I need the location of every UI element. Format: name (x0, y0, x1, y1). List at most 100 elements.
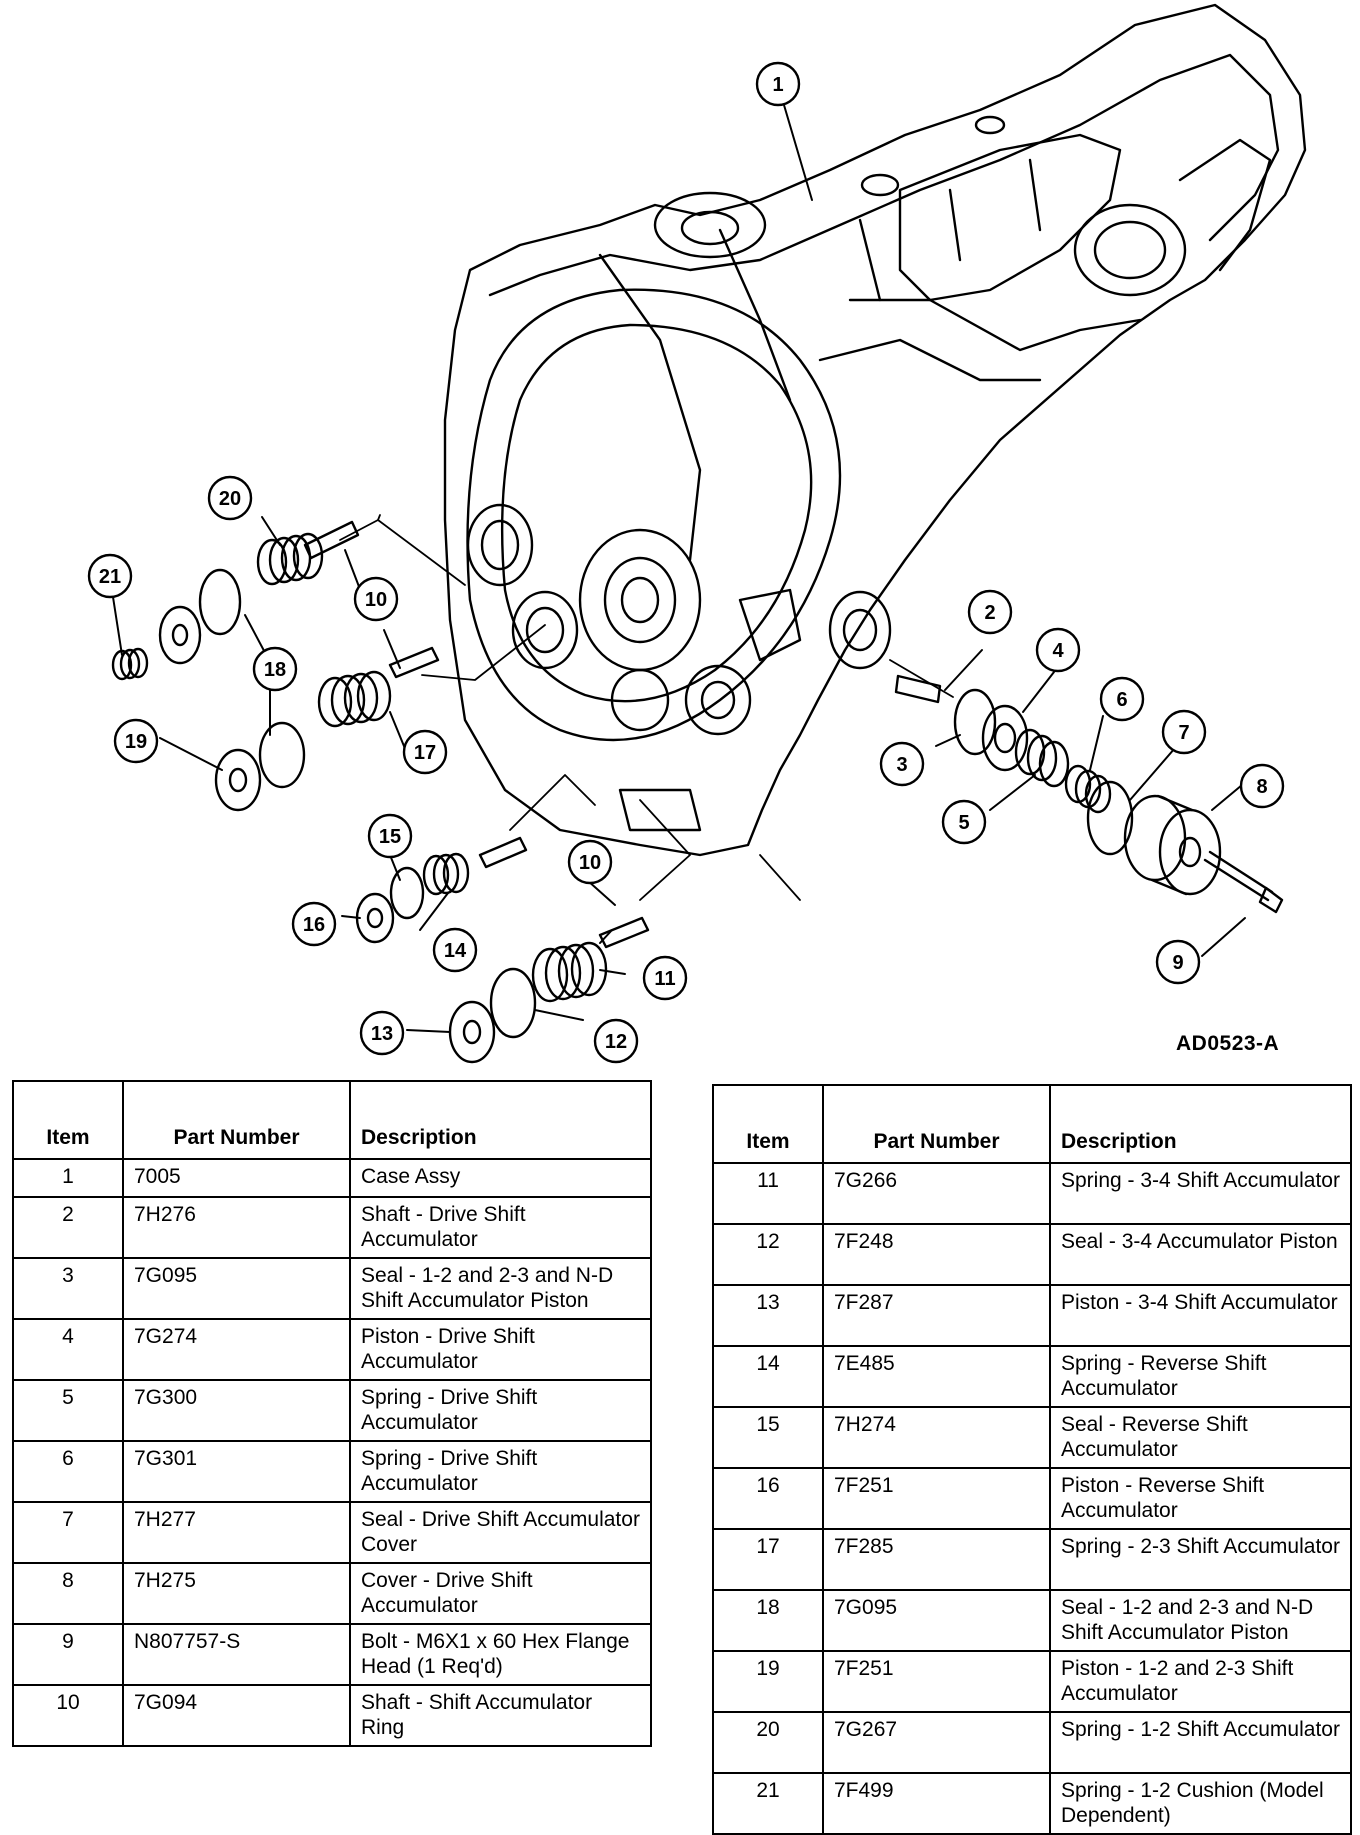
callout-label: 4 (1052, 640, 1064, 662)
item-cell: 14 (712, 1345, 824, 1408)
callout-label: 20 (219, 488, 241, 510)
description-cell: Seal - Drive Shift Accumulator Cover (349, 1501, 652, 1564)
callout-circles (87, 61, 1285, 1064)
leader-lines (339, 514, 954, 901)
callout-label: 12 (605, 1031, 627, 1053)
spring-14 (422, 852, 470, 896)
description-cell: Spring - Reverse Shift Accumulator (1049, 1345, 1352, 1408)
transmission-case (443, 3, 1307, 857)
part-number-cell: 7F251 (822, 1467, 1051, 1530)
callout-label: 1 (772, 74, 783, 96)
description-cell: Case Assy (349, 1158, 652, 1198)
spring-21 (111, 647, 149, 681)
header-part-number: Part Number (122, 1080, 351, 1160)
callout-label: 10 (365, 589, 387, 611)
spring-5 (1014, 728, 1070, 788)
part-number-cell: N807757-S (122, 1623, 351, 1686)
callout-label: 14 (444, 940, 467, 962)
description-cell: Shaft - Drive Shift Accumulator (349, 1196, 652, 1259)
item-cell: 2 (12, 1196, 124, 1259)
callout-label: 8 (1256, 776, 1267, 798)
part-number-cell: 7F285 (822, 1528, 1051, 1591)
callout-label: 15 (379, 826, 401, 848)
item-cell: 8 (12, 1562, 124, 1625)
part-number-cell: 7G094 (122, 1684, 351, 1747)
description-cell: Piston - 1-2 and 2-3 Shift Accumulator (1049, 1650, 1352, 1713)
description-cell: Shaft - Shift Accumulator Ring (349, 1684, 652, 1747)
description-cell: Spring - 1-2 Shift Accumulator (1049, 1711, 1352, 1774)
part-number-cell: 7G266 (822, 1162, 1051, 1225)
table-header-row: Item Part Number Description (12, 1080, 652, 1160)
part-number-cell: 7F287 (822, 1284, 1051, 1347)
spring-11 (531, 941, 608, 1003)
part-number-cell: 7F251 (822, 1650, 1051, 1713)
part-number-cell: 7F248 (822, 1223, 1051, 1286)
part-number-cell: 7H275 (122, 1562, 351, 1625)
item-cell: 18 (712, 1589, 824, 1652)
part-number-cell: 7G301 (122, 1440, 351, 1503)
figure-code: AD0523-A (1176, 1032, 1280, 1055)
description-cell: Spring - Drive Shift Accumulator (349, 1379, 652, 1442)
description-cell: Seal - 1-2 and 2-3 and N-D Shift Accumul… (1049, 1589, 1352, 1652)
header-item: Item (12, 1080, 124, 1160)
description-cell: Cover - Drive Shift Accumulator (349, 1562, 652, 1625)
callout-label: 6 (1116, 689, 1127, 711)
header-description: Description (349, 1080, 652, 1160)
part-number-cell: 7H276 (122, 1196, 351, 1259)
part-number-cell: 7005 (122, 1158, 351, 1198)
exploded-diagram-svg: 1 2 3 4 5 6 7 8 9 10 10 11 12 13 14 15 1… (87, 3, 1307, 1064)
item-cell: 4 (12, 1318, 124, 1381)
description-cell: Seal - 1-2 and 2-3 and N-D Shift Accumul… (349, 1257, 652, 1320)
item-cell: 5 (12, 1379, 124, 1442)
header-part-number: Part Number (822, 1084, 1051, 1164)
description-cell: Spring - 3-4 Shift Accumulator (1049, 1162, 1352, 1225)
exploded-parts (111, 520, 1284, 1064)
description-cell: Spring - Drive Shift Accumulator (349, 1440, 652, 1503)
description-cell: Seal - Reverse Shift Accumulator (1049, 1406, 1352, 1469)
part-number-cell: 7G267 (822, 1711, 1051, 1774)
item-cell: 19 (712, 1650, 824, 1713)
callout-label: 7 (1178, 722, 1189, 744)
callout-label: 10 (579, 852, 601, 874)
part-number-cell: 7H277 (122, 1501, 351, 1564)
part-number-cell: 7G095 (822, 1589, 1051, 1652)
header-description: Description (1049, 1084, 1352, 1164)
description-cell: Spring - 1-2 Cushion (Model Dependent) (1049, 1772, 1352, 1835)
description-cell: Piston - Reverse Shift Accumulator (1049, 1467, 1352, 1530)
callout-label: 9 (1172, 952, 1183, 974)
part-number-cell: 7E485 (822, 1345, 1051, 1408)
callout-label: 17 (414, 742, 436, 764)
item-cell: 10 (12, 1684, 124, 1747)
callout-label: 16 (303, 914, 325, 936)
spring-20 (256, 532, 324, 586)
description-cell: Piston - 3-4 Shift Accumulator (1049, 1284, 1352, 1347)
spring-6 (1064, 764, 1112, 814)
header-item: Item (712, 1084, 824, 1164)
item-cell: 13 (712, 1284, 824, 1347)
item-cell: 9 (12, 1623, 124, 1686)
callout-label: 19 (125, 731, 147, 753)
item-cell: 16 (712, 1467, 824, 1530)
